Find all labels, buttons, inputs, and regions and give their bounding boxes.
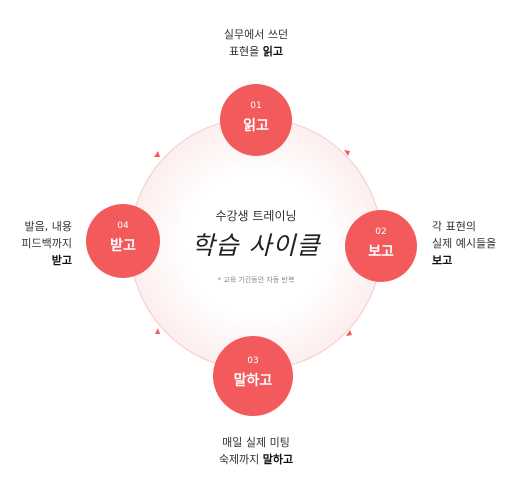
step-label: 받고: [110, 238, 136, 254]
step-number: 03: [247, 356, 259, 366]
center-note: * 교육 기간동안 자동 반복: [217, 276, 295, 284]
step-03-node: 03 말하고: [213, 336, 293, 416]
inner-center-circle: [184, 172, 328, 316]
step-03-description: 매일 실제 미팅 숙제까지 말하고: [218, 436, 294, 466]
step-02-node: 02 보고: [345, 210, 417, 282]
center-script-title: 학습 사이클: [191, 231, 321, 260]
step-01-node: 01 읽고: [220, 84, 292, 156]
step-number: 02: [375, 227, 387, 237]
arrow-icon: [155, 328, 160, 334]
step-number: 01: [250, 101, 262, 111]
step-label: 읽고: [243, 118, 269, 134]
step-number: 04: [117, 221, 129, 231]
arrow-icon: [346, 330, 352, 336]
step-label: 보고: [368, 244, 394, 260]
step-04-description: 발음, 내용 피드백까지 받고: [21, 220, 72, 267]
step-01-description: 실무에서 쓰던 표현을 읽고: [223, 28, 289, 58]
arrow-icon: [344, 150, 350, 156]
step-label: 말하고: [233, 373, 273, 389]
step-02-description: 각 표현의 실제 예시들을 보고: [432, 220, 497, 267]
arrow-icon: [154, 151, 160, 157]
center-title: 수강생 트레이닝: [215, 209, 297, 223]
step-04-node: 04 받고: [86, 204, 160, 278]
